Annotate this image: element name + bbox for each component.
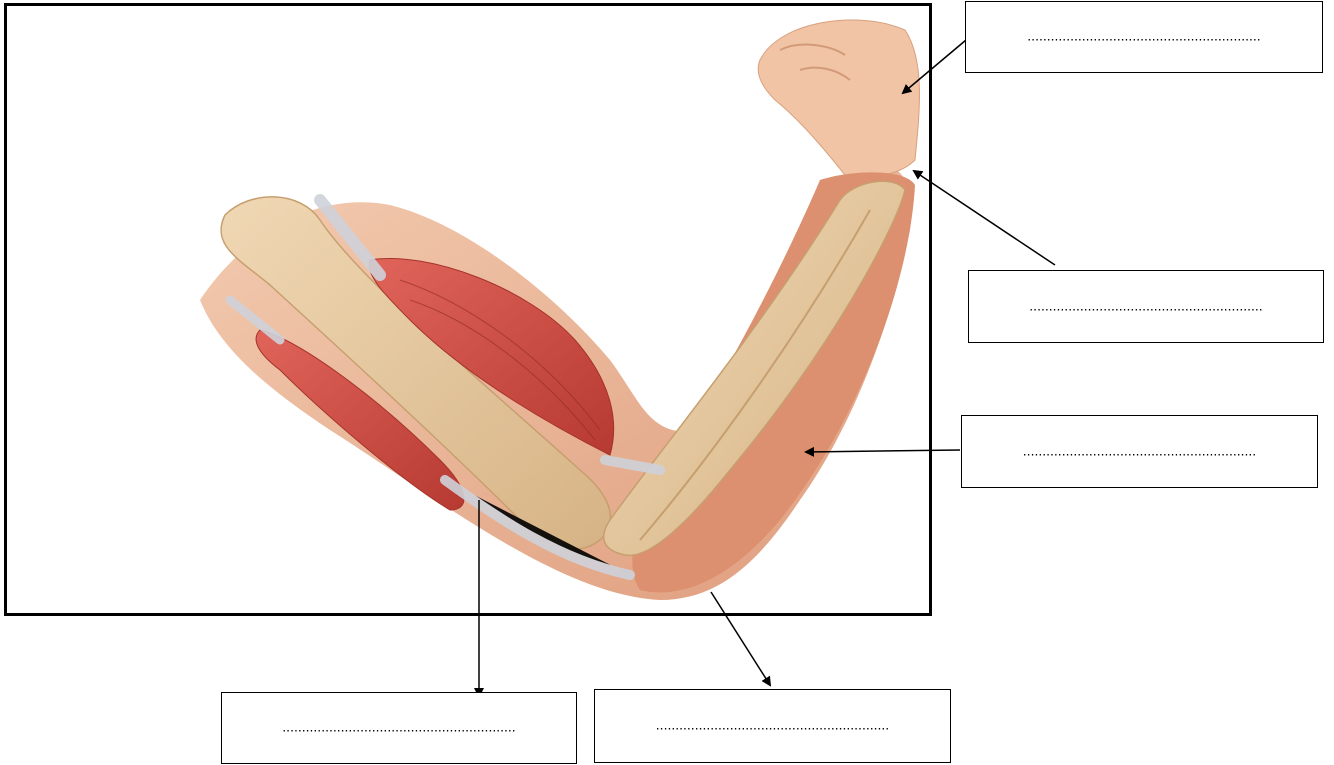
label-dots: ........................................… bbox=[222, 718, 576, 734]
label-box-wrist[interactable]: ........................................… bbox=[968, 270, 1324, 343]
label-box-forearm[interactable]: ........................................… bbox=[961, 415, 1318, 488]
pointer-elbow bbox=[711, 592, 770, 685]
pointer-wrist bbox=[914, 171, 1055, 265]
label-box-elbow[interactable]: ........................................… bbox=[594, 689, 951, 763]
fist bbox=[758, 20, 919, 177]
label-dots: ........................................… bbox=[962, 442, 1317, 458]
label-dots: ........................................… bbox=[595, 716, 950, 732]
label-box-hand[interactable]: ........................................… bbox=[965, 1, 1323, 73]
label-dots: ........................................… bbox=[966, 27, 1322, 43]
label-dots: ........................................… bbox=[969, 297, 1323, 313]
label-box-tendon[interactable]: ........................................… bbox=[221, 692, 577, 764]
